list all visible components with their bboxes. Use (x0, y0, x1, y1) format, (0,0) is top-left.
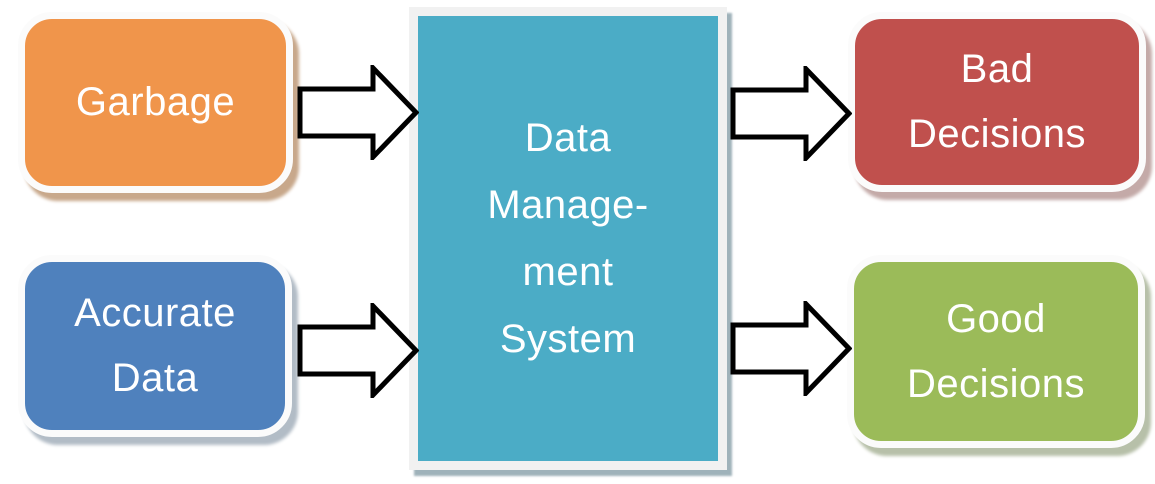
node-dms-label-line4: System (499, 316, 637, 361)
node-bad-decisions-label-line2: Decisions (908, 112, 1086, 156)
node-good-decisions-label-line1: Good (946, 296, 1046, 341)
node-good-decisions: Good Decisions (847, 255, 1145, 448)
node-bad-decisions-label-line1: Bad (960, 47, 1034, 91)
node-accurate-data-label-line1: Accurate (74, 291, 236, 335)
node-garbage-label: Garbage (75, 80, 236, 124)
arrow-dms-to-bad-decisions-icon (730, 66, 852, 161)
node-good-decisions-label-line2: Decisions (907, 361, 1085, 406)
node-dms-label-line3: ment (522, 249, 614, 294)
arrow-garbage-to-dms-icon (297, 65, 419, 160)
arrow-accurate-data-to-dms-icon (297, 303, 419, 398)
node-data-management-system: Data Manage- ment System (409, 7, 727, 470)
node-accurate-data: Accurate Data (18, 255, 292, 437)
node-accurate-data-label-line2: Data (111, 356, 199, 400)
node-garbage: Garbage (18, 12, 293, 193)
arrow-dms-to-good-decisions-icon (730, 301, 852, 396)
node-dms-label-line2: Manage- (487, 182, 649, 227)
node-dms-label-line1: Data (524, 115, 612, 160)
node-bad-decisions: Bad Decisions (848, 12, 1146, 192)
